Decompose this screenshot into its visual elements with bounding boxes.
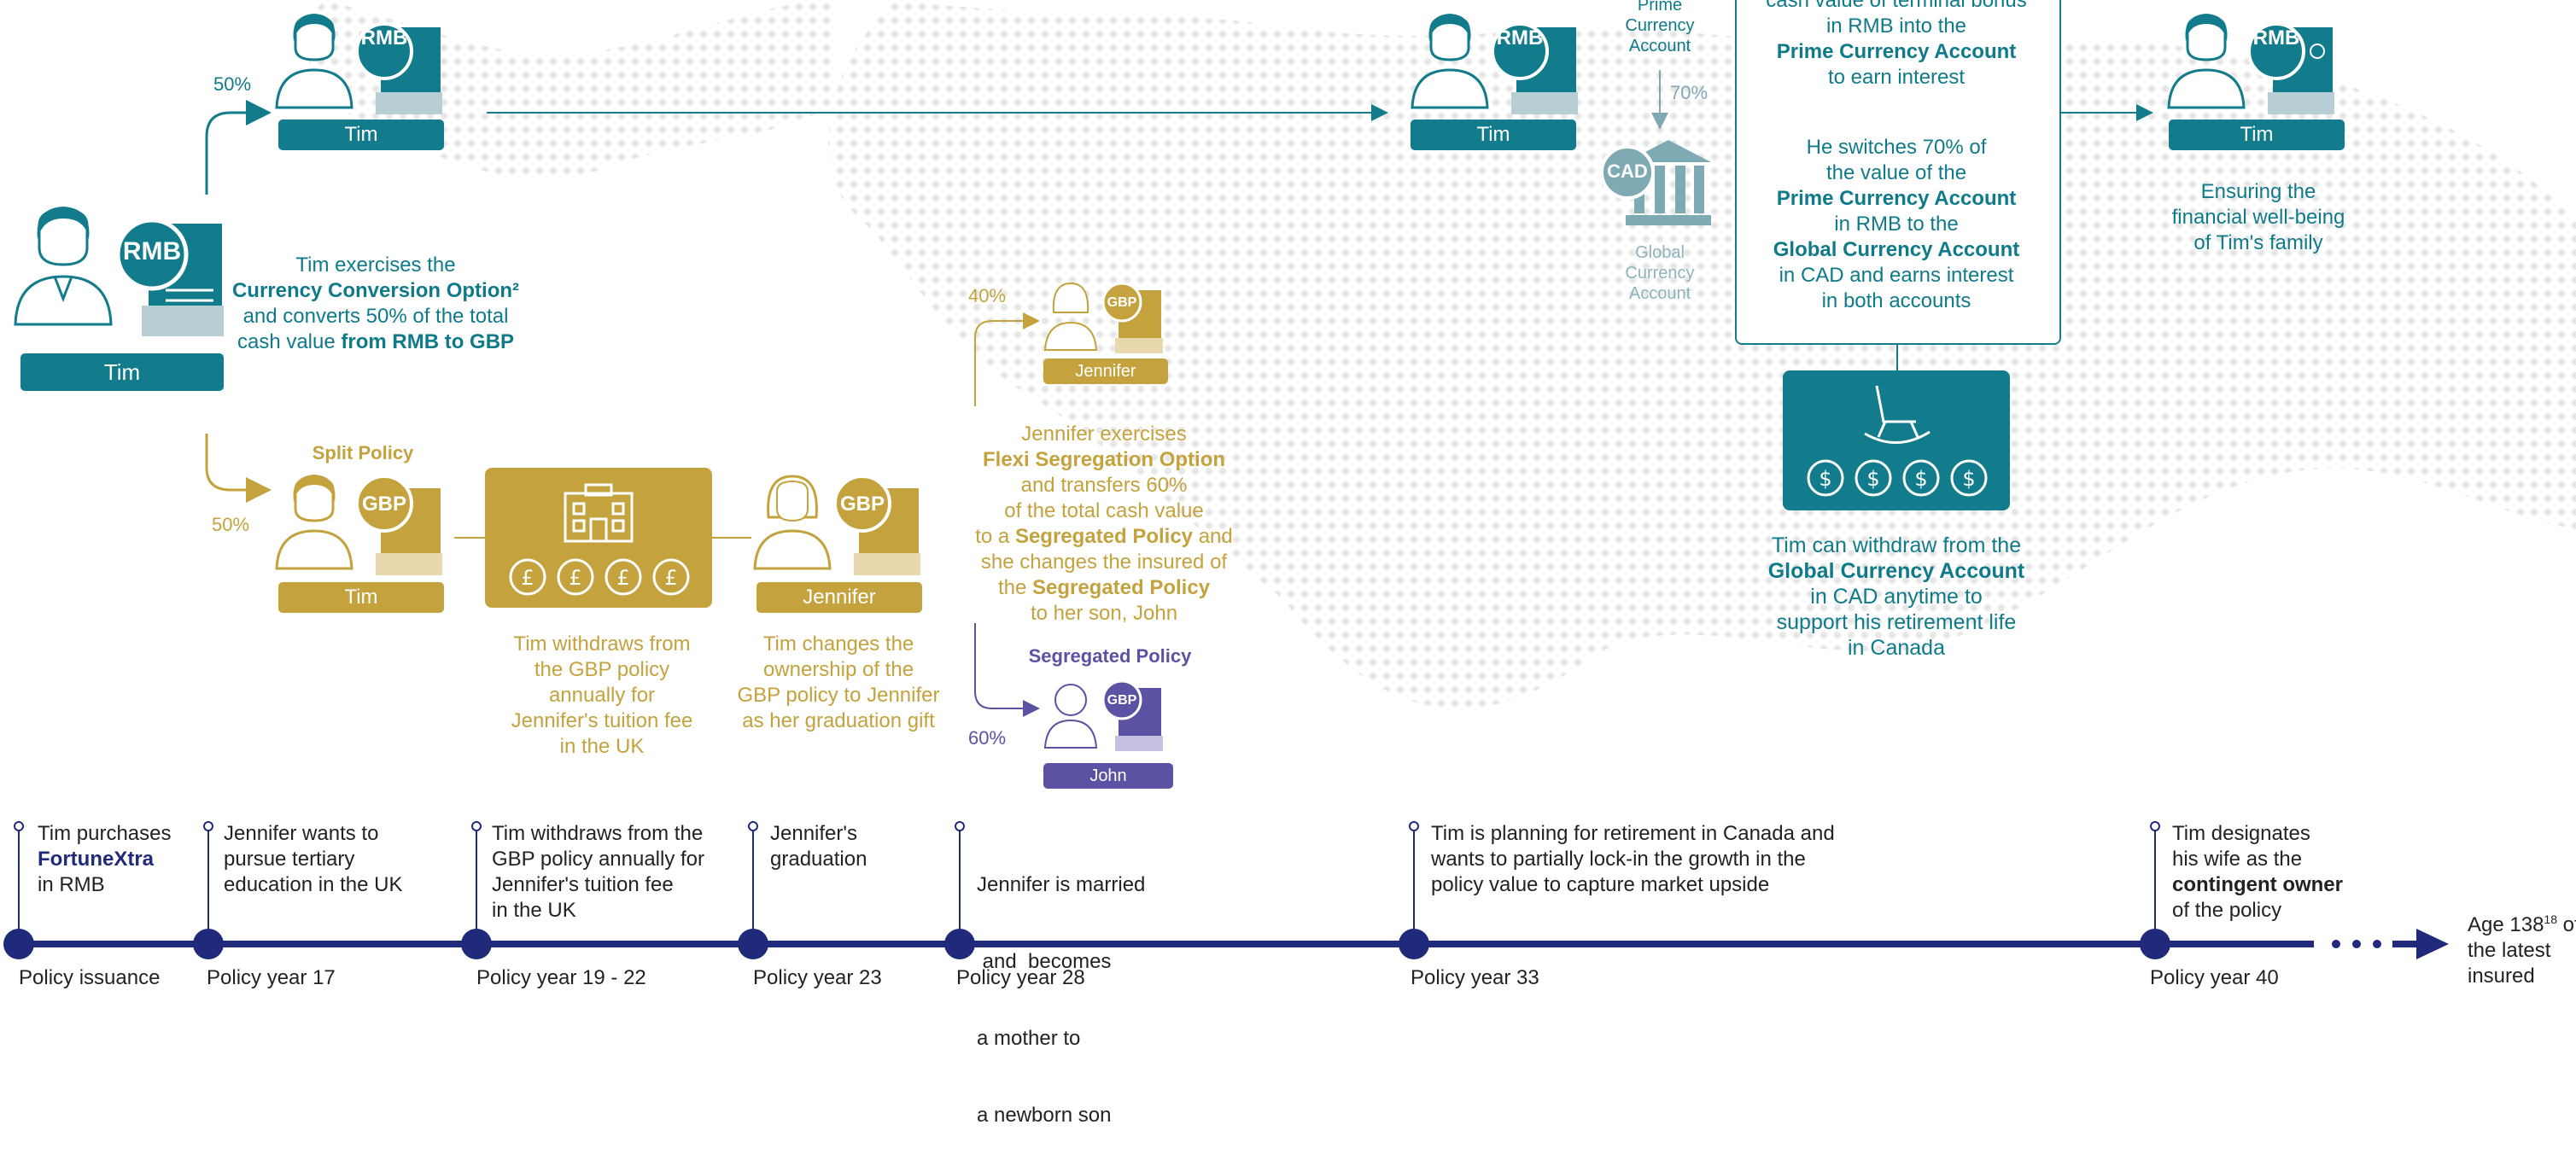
bottom-branch-percentage: 50% [212,514,250,535]
person-with-currency-document-icon [753,475,920,575]
tim-right-currency: RMB [2252,26,2300,50]
box-bottom-caption: He switches 70% of the value of the Prim… [1773,136,2020,312]
cad-switch-percentage: 70% [1670,82,1709,103]
svg-text:$: $ [1819,467,1831,491]
cad-currency: CAD [1607,160,1648,182]
svg-text:$: $ [1866,467,1879,491]
svg-text:£: £ [569,566,581,590]
ownership-caption: Tim changes the ownership of the GBP pol… [737,632,940,732]
timeline-year-2: Policy year 17 [207,966,336,989]
withdraw-cad-caption: Tim can withdraw from the Global Currenc… [1767,533,2025,660]
jennifer-gbp-label: Jennifer [756,582,922,613]
person-with-currency-document-icon [14,207,224,336]
timeline-year-1: Policy issuance [19,966,161,989]
svg-text:£: £ [521,566,534,590]
tim-top-label: Tim [278,119,444,150]
timeline-end-label: Age 13818 of the latest insured [2468,912,2576,988]
person-with-currency-document-icon [1043,679,1163,751]
timeline-event-1: Tim purchases FortuneXtra in RMB [38,822,172,896]
account-info-box [1735,0,2061,345]
svg-text:£: £ [616,566,629,590]
timeline-event-3: Tim withdraws from the GBP policy annual… [492,822,705,922]
jennifer-gbp-currency: GBP [839,492,885,516]
svg-text:£: £ [664,566,677,590]
wellbeing-caption: Ensuring the financial well-being of Tim… [2171,180,2345,254]
person-with-currency-document-icon [1411,14,1578,114]
building-with-coins-icon: £ £ £ £ [509,483,690,596]
svg-text:$: $ [1962,467,1975,491]
timeline-year-4: Policy year 23 [753,966,882,989]
jennifer-branch-percentage: 40% [968,285,1007,306]
tim-top-currency: RMB [360,26,408,50]
tim-gbp-label: Tim [278,582,444,613]
prime-currency-account-label: Prime Currency Account [1625,0,1695,55]
jennifer-small-label: Jennifer [1043,358,1168,384]
bank-icon [1600,140,1711,225]
tim-gbp-currency: GBP [361,492,406,516]
timeline-year-6: Policy year 33 [1411,966,1539,989]
john-currency: GBP [1107,693,1137,708]
tim-main-currency: RMB [122,237,182,265]
currency-conversion-caption: Tim exercises the Currency Conversion Op… [231,254,520,353]
timeline-year-7: Policy year 40 [2150,966,2279,989]
split-policy-caption: Split Policy [312,442,414,463]
top-branch-percentage: 50% [213,73,252,95]
john-branch-percentage: 60% [968,727,1007,749]
box-top-caption: cash value of terminal bonus in RMB into… [1766,0,2027,89]
john-label: John [1043,763,1173,789]
person-with-currency-document-icon [1043,282,1163,353]
timeline-year-3: Policy year 19 - 22 [476,966,646,989]
tim-mid-currency: RMB [1496,26,1544,50]
tim-main-label: Tim [20,353,224,391]
person-with-currency-document-icon [275,14,442,114]
tim-right-label: Tim [2169,119,2345,150]
retirement-block [1783,370,2010,510]
jennifer-small-currency: GBP [1107,295,1137,310]
global-currency-account-label: Global Currency Account [1625,243,1695,303]
person-with-currency-document-icon [275,475,442,575]
timeline-event-4: Jennifer's graduation [770,822,867,871]
withdraw-caption: Tim withdraws from the GBP policy annual… [511,632,693,758]
flexi-segregation-caption: Jennifer exercises Flexi Segregation Opt… [975,423,1233,625]
timeline-event-7: Tim designates his wife as the contingen… [2172,822,2343,922]
svg-text:$: $ [1914,467,1927,491]
timeline-event-6: Tim is planning for retirement in Canada… [1431,822,1835,896]
timeline-event-2: Jennifer wants to pursue tertiary educat… [224,822,403,896]
timeline-year-5: Policy year 28 [956,966,1085,989]
person-with-currency-document-icon [2167,14,2334,114]
timeline-axis [3,821,2449,959]
rocking-chair-with-coins-icon: $ $ $ $ [1807,385,1988,497]
segregated-policy-caption: Segregated Policy [1028,645,1192,667]
tim-mid-label: Tim [1411,119,1576,150]
